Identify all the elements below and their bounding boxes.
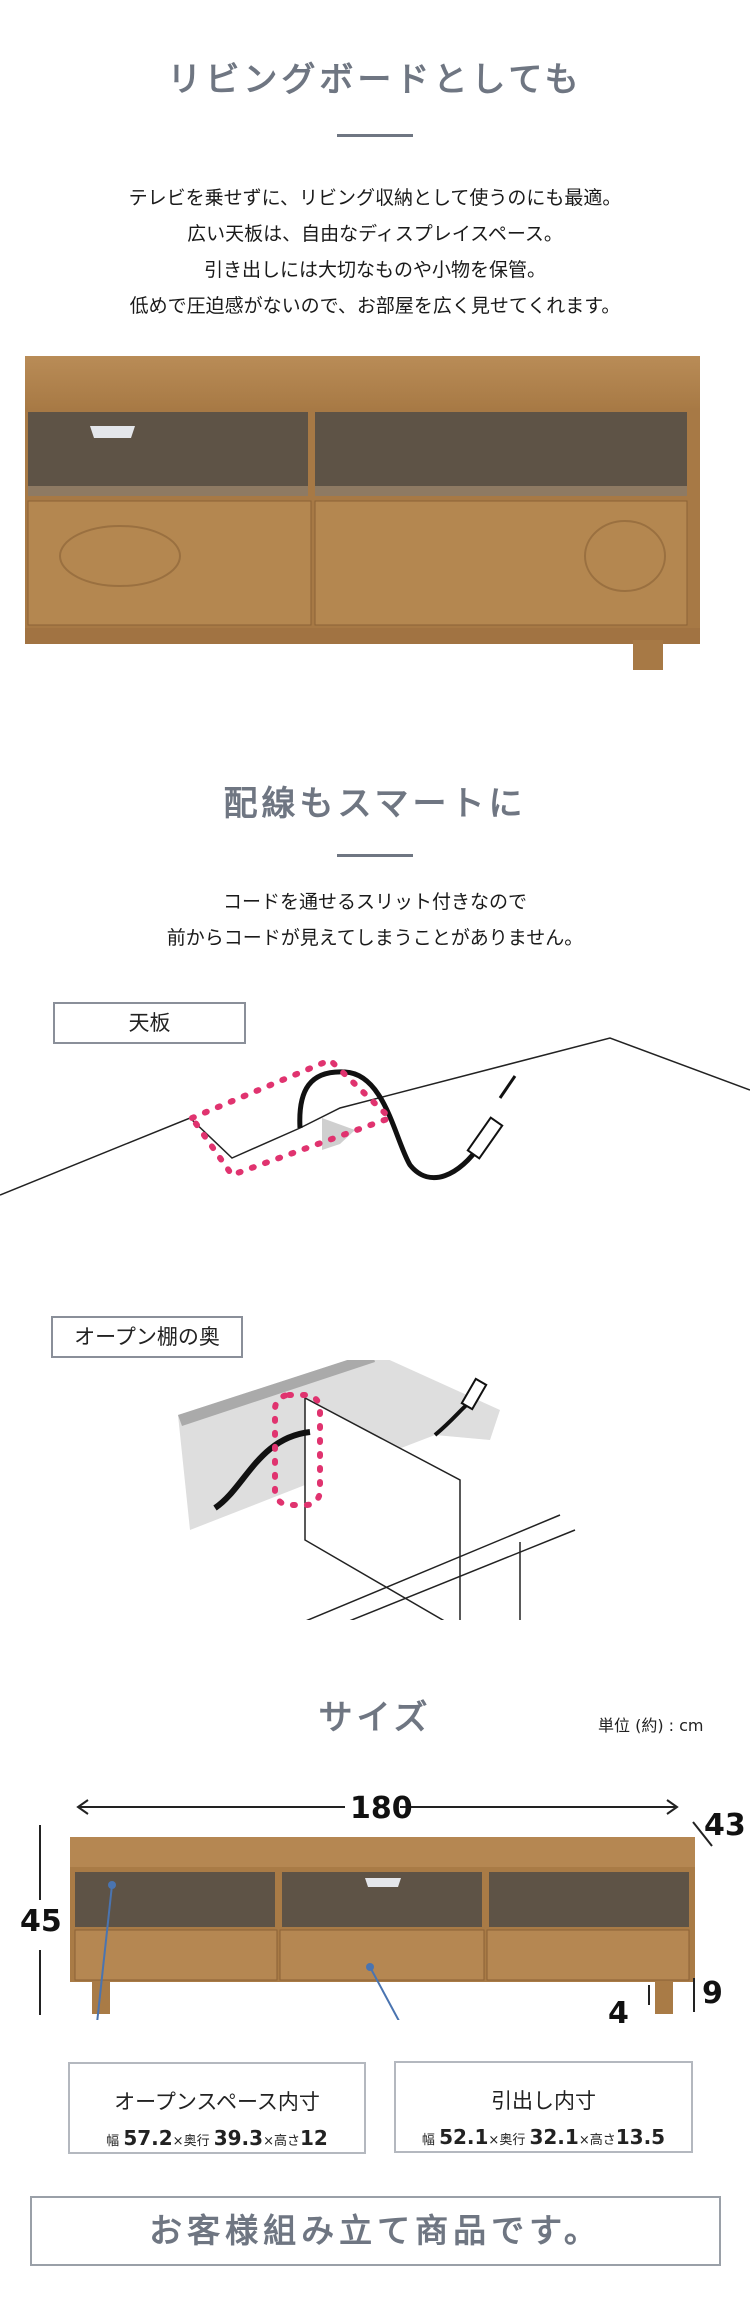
assembly-notice: お客様組み立て商品です。 xyxy=(30,2196,721,2266)
section-heading-wiring: 配線もスマートに xyxy=(223,784,527,824)
dimension-leg-height: 9 xyxy=(702,1976,723,2011)
drawer-inner-size: 引出し内寸 幅 52.1×奥行 32.1×高さ13.5 xyxy=(394,2061,693,2153)
description-line: 前からコードが見えてしまうことがありません。 xyxy=(166,927,584,949)
diagram-label-open-shelf: オープン棚の奥 xyxy=(51,1316,243,1358)
section-heading-living: リビングボードとしても xyxy=(167,60,583,100)
dimension-clearance: 4 xyxy=(608,1996,629,2031)
unit-label: 単位 (約) : cm xyxy=(598,1716,704,1735)
heading-divider xyxy=(337,854,413,857)
open-space-title: オープンスペース内寸 xyxy=(114,2090,320,2114)
dimension-height: 45 xyxy=(20,1904,62,1939)
diagram-label-top-board: 天板 xyxy=(53,1002,246,1044)
open-space-dims: 幅 57.2×奥行 39.3×高さ12 xyxy=(106,2126,328,2150)
dimension-width: 180 xyxy=(350,1791,413,1826)
drawer-dims: 幅 52.1×奥行 32.1×高さ13.5 xyxy=(421,2125,666,2149)
description-line: 低めで圧迫感がないので、お部屋を広く見せてくれます。 xyxy=(129,295,621,317)
product-photo-closeup xyxy=(25,356,705,671)
dimension-depth: 43 xyxy=(704,1808,746,1843)
description-line: コードを通せるスリット付きなので xyxy=(222,891,527,913)
drawer-title: 引出し内寸 xyxy=(491,2089,596,2113)
description-line: 広い天板は、自由なディスプレイスペース。 xyxy=(187,223,563,245)
diagram-top-board-slit xyxy=(0,1000,750,1240)
open-space-inner-size: オープンスペース内寸 幅 57.2×奥行 39.3×高さ12 xyxy=(68,2062,366,2154)
wiring-description: コードを通せるスリット付きなので 前からコードが見えてしまうことがありません。 xyxy=(0,884,750,956)
description-line: 引き出しには大切なものや小物を保管。 xyxy=(203,259,546,281)
description-line: テレビを乗せずに、リビング収納として使うのにも最適。 xyxy=(128,187,622,209)
heading-divider xyxy=(337,134,413,137)
section-heading-size: サイズ xyxy=(318,1698,432,1738)
size-diagram xyxy=(0,1790,750,2061)
diagram-open-shelf-slit xyxy=(0,1352,750,1666)
living-description: テレビを乗せずに、リビング収納として使うのにも最適。 広い天板は、自由なディスプ… xyxy=(0,180,750,324)
